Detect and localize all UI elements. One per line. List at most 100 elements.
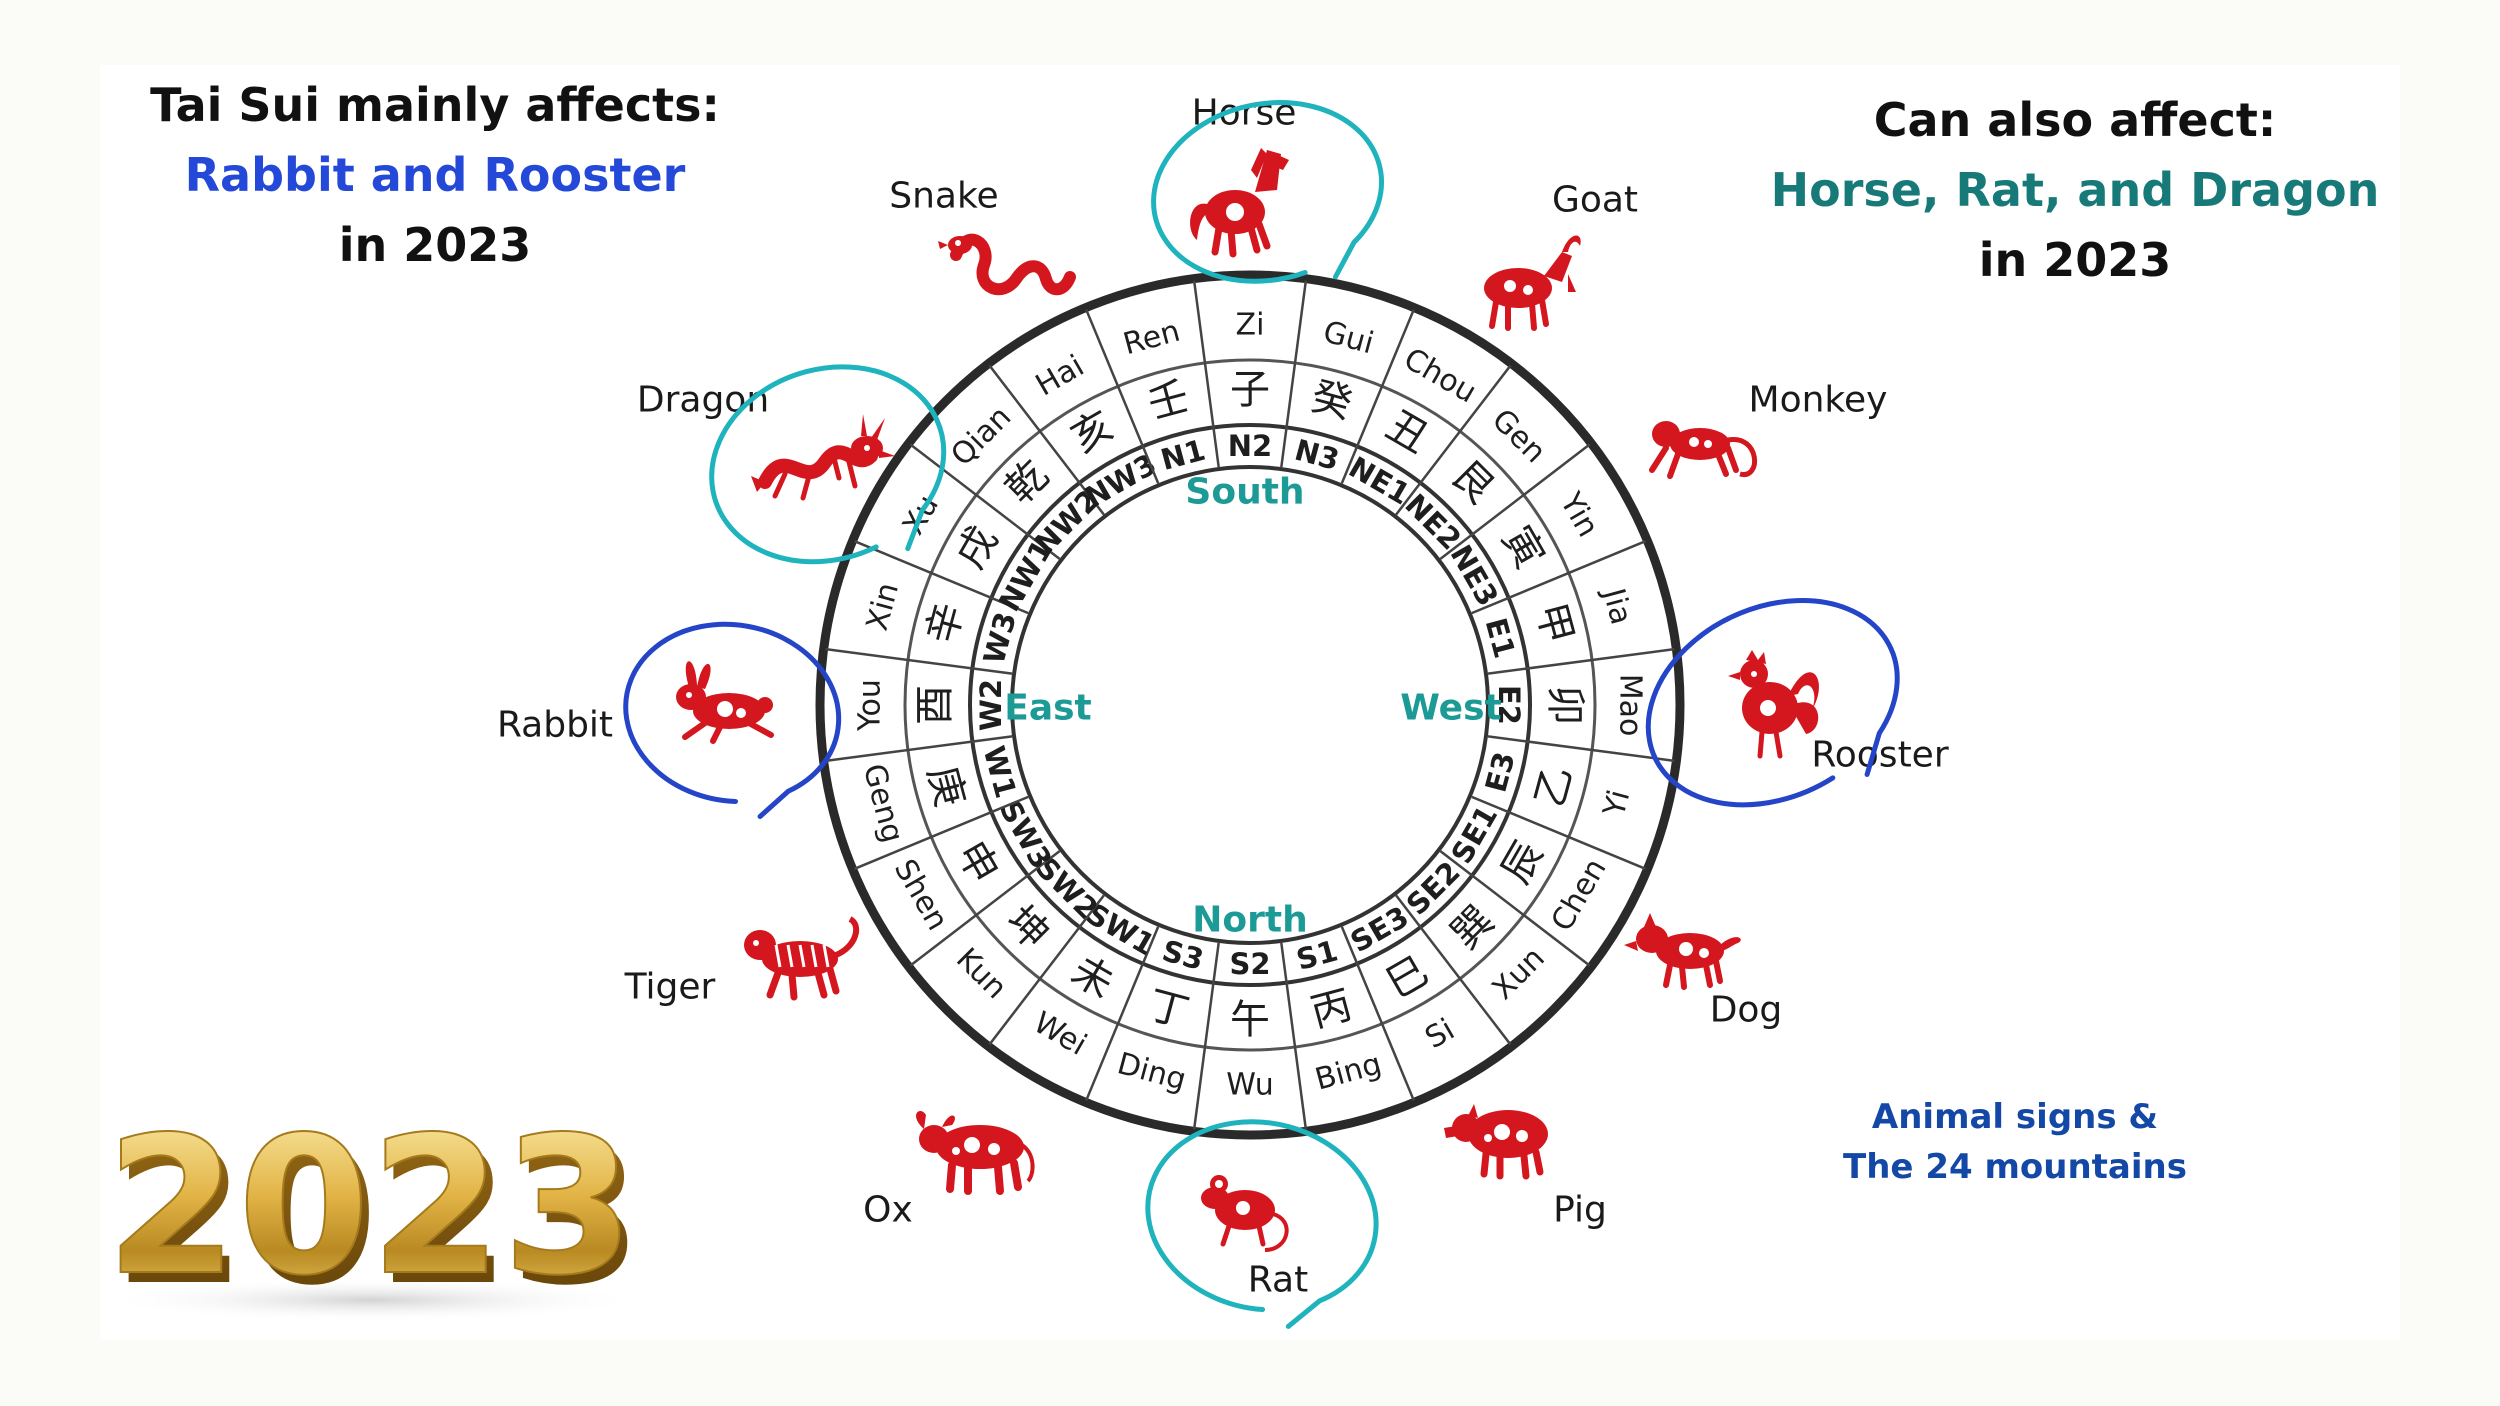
dog-limb <box>1713 958 1723 984</box>
monkey-icon <box>1649 421 1758 479</box>
goat-limb <box>1489 299 1499 329</box>
rabbit-shape <box>697 663 711 689</box>
rabbit-pattern <box>736 708 746 718</box>
mountain-pinyin: You <box>853 679 888 732</box>
tiger-stripe <box>774 944 782 968</box>
ox-pattern <box>964 1137 980 1153</box>
highlight-circle-dragon <box>709 364 947 565</box>
mountain-hanzi: 卯 <box>1542 685 1588 725</box>
horse-shape <box>1251 148 1267 178</box>
mountain-divider <box>1395 894 1512 1046</box>
rat-limb <box>1256 1223 1266 1247</box>
horse-limb <box>1247 224 1261 254</box>
direction-east: East <box>1004 688 1092 729</box>
dog-icon <box>1624 913 1741 990</box>
rabbit-limb <box>710 722 724 744</box>
animal-dog: Dog <box>1624 913 1782 1031</box>
mountain-divider <box>1280 280 1308 468</box>
year-text: 2023 <box>106 1096 635 1317</box>
rabbit-pattern <box>686 692 692 698</box>
dragon-limb <box>800 473 812 501</box>
headline-left-line3: in 2023 <box>338 218 532 272</box>
rat-limb <box>1220 1223 1232 1247</box>
tiger-stripe <box>786 944 794 968</box>
pig-shape <box>1444 1126 1458 1138</box>
ox-pattern <box>952 1147 960 1155</box>
mountain-code: E2 <box>1492 685 1526 725</box>
ox-shape <box>936 1125 1024 1169</box>
zodiac-animals: HorseGoatMonkeyRoosterDogPigRatOxTigerRa… <box>497 93 1949 1329</box>
highlight-circle-rat <box>1145 1119 1379 1329</box>
rabbit-limb <box>682 720 708 740</box>
horse-limb <box>1211 224 1223 256</box>
goat-shape <box>1562 235 1581 252</box>
animal-label-pig: Pig <box>1553 1190 1607 1231</box>
horse-icon <box>1190 148 1289 258</box>
mountain-divider <box>1085 926 1160 1101</box>
rooster-shape <box>1746 650 1766 664</box>
monkey-shape <box>1670 428 1730 460</box>
mountain-divider <box>1085 309 1160 484</box>
animal-label-dog: Dog <box>1710 990 1783 1031</box>
highlight-circle-horse <box>1151 100 1384 284</box>
mountain-code: W2 <box>974 679 1008 731</box>
direction-west: West <box>1400 688 1501 729</box>
goat-limb <box>1529 301 1537 331</box>
rat-pattern <box>1215 1180 1223 1188</box>
headline-left-line1: Tai Sui mainly affects: <box>150 78 720 132</box>
rat-shape <box>1201 1187 1229 1209</box>
dragon-limb <box>846 459 858 489</box>
horse-pattern <box>1231 208 1239 216</box>
mountain-divider <box>854 540 1029 615</box>
snake-shape <box>938 241 948 249</box>
tiger-limb <box>788 971 798 1001</box>
highlight-circle-rooster <box>1645 598 1900 808</box>
mountain-divider <box>825 735 1013 763</box>
dragon-pattern <box>864 445 870 451</box>
rabbit-shape <box>685 661 697 687</box>
mountain-pinyin: Zi <box>1236 308 1265 343</box>
dog-shape <box>1636 925 1668 953</box>
horse-shape <box>1190 203 1211 240</box>
monkey-shape <box>1652 421 1680 447</box>
mountain-divider <box>1192 280 1220 468</box>
pig-limb <box>1480 1150 1490 1178</box>
monkey-tail <box>1727 437 1758 477</box>
tiger-stripe <box>822 944 830 968</box>
headline-also-affects: Can also affect: Horse, Rat, and Dragon … <box>1740 85 2410 295</box>
animal-rat: Rat <box>1145 1119 1379 1329</box>
ox-limb <box>994 1163 1004 1195</box>
goat-shape <box>1568 274 1576 292</box>
mountain-divider <box>1192 942 1220 1130</box>
mountain-divider <box>1439 850 1591 967</box>
wheel-pinyin-ring <box>903 358 1597 1052</box>
animal-goat: Goat <box>1484 180 1638 331</box>
animal-label-tiger: Tiger <box>624 967 716 1008</box>
mountain-divider <box>909 850 1061 967</box>
rooster-icon <box>1728 650 1819 759</box>
snake-icon <box>938 233 1076 296</box>
monkey-pattern <box>1704 440 1712 448</box>
dragon-limb <box>772 471 788 499</box>
goat-pattern <box>1523 285 1533 295</box>
ox-limb <box>1010 1159 1022 1191</box>
mountain-divider <box>1471 540 1646 615</box>
mountain-divider <box>1439 443 1591 560</box>
animal-label-ox: Ox <box>863 1190 913 1231</box>
horse-limb <box>1227 226 1237 258</box>
tiger-pattern <box>753 940 759 946</box>
monkey-limb <box>1725 445 1739 473</box>
rabbit-icon <box>676 661 774 744</box>
mountain-divider <box>1340 309 1415 484</box>
dragon-body <box>758 445 878 489</box>
goat-shape <box>1544 252 1572 282</box>
monkey-limb <box>1715 451 1729 477</box>
rooster-pattern <box>1760 700 1776 716</box>
pig-icon <box>1444 1104 1548 1180</box>
snake-body <box>950 233 1076 296</box>
dog-pattern <box>1699 948 1709 958</box>
animal-horse: Horse <box>1151 93 1384 284</box>
